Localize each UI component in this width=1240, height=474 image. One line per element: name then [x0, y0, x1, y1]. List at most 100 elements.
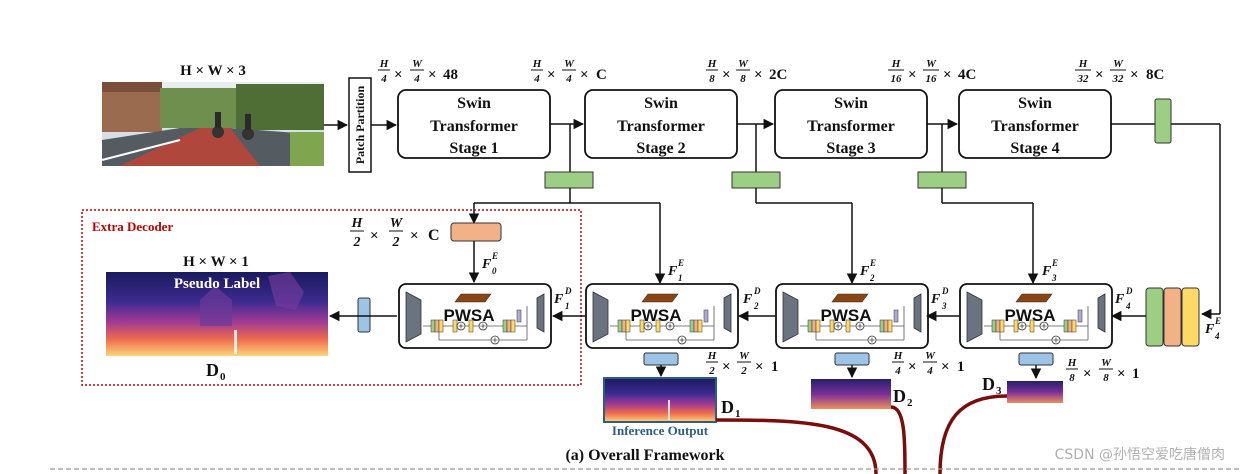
feature-bar	[991, 319, 997, 333]
feature-bar	[430, 319, 436, 333]
svg-text:E: E	[677, 258, 684, 268]
pwsa-block-1: PWSA	[398, 283, 552, 349]
svg-text:D: D	[721, 397, 734, 417]
svg-text:0: 0	[220, 371, 226, 383]
svg-text:×: ×	[941, 359, 950, 375]
input-projection-shape	[405, 291, 422, 343]
input-projection-shape	[592, 291, 609, 343]
svg-text:E: E	[1214, 316, 1221, 326]
svg-text:H: H	[351, 216, 364, 231]
dims-stage2-input: H 4 × W 4 × C	[531, 58, 607, 85]
svg-text:8: 8	[1069, 372, 1075, 384]
feature-bar	[883, 319, 889, 333]
input-projection-shape	[782, 291, 799, 343]
output-head-1	[643, 352, 679, 378]
feature-bar	[468, 319, 474, 333]
svg-text:2: 2	[353, 235, 361, 250]
svg-text:Stage 2: Stage 2	[636, 140, 685, 157]
svg-text:×: ×	[722, 67, 731, 83]
svg-text:×: ×	[547, 67, 556, 83]
svg-text:E: E	[1051, 258, 1058, 268]
svg-text:2: 2	[708, 365, 715, 377]
svg-text:D: D	[941, 286, 949, 296]
svg-text:2: 2	[740, 365, 747, 377]
swin-stage-3: Swin Transformer Stage 3	[774, 89, 928, 159]
feature-bar	[625, 319, 631, 333]
feature-bar	[995, 319, 1001, 333]
feature-bar	[697, 319, 703, 333]
svg-text:H: H	[532, 58, 542, 70]
svg-text:1: 1	[771, 359, 779, 375]
svg-text:F: F	[1041, 264, 1052, 279]
feature-bar	[438, 319, 444, 333]
figure-caption: (a) Overall Framework	[565, 447, 724, 464]
feature-bar	[502, 319, 508, 333]
depth-map-d1	[603, 377, 717, 423]
output-projection-shape	[1097, 293, 1106, 333]
svg-text:W: W	[926, 58, 937, 70]
output-projection-shape	[536, 293, 545, 333]
svg-text:×: ×	[943, 67, 952, 83]
svg-text:2: 2	[753, 301, 759, 311]
green-proj-block-vertical	[1154, 98, 1172, 144]
svg-text:H: H	[707, 58, 717, 70]
input-image	[101, 82, 324, 166]
svg-text:×: ×	[428, 67, 437, 83]
svg-text:F: F	[859, 264, 870, 279]
skip-branch-3	[917, 124, 1039, 285]
svg-text:Swin: Swin	[834, 95, 868, 112]
svg-text:F: F	[930, 292, 941, 307]
swin-stage-2: Swin Transformer Stage 2	[584, 89, 738, 159]
feature-bar	[617, 319, 623, 333]
svg-text:Transformer: Transformer	[430, 118, 518, 135]
svg-text:4: 4	[413, 73, 420, 85]
dims-stage4-input: H 16 × W 16 × 4C	[888, 58, 976, 85]
svg-text:Stage 4: Stage 4	[1010, 140, 1059, 157]
dims-d2: H 4 × W 4 × 1	[892, 350, 965, 377]
output-d0-label: D 0	[206, 360, 226, 383]
feature-bar	[516, 309, 522, 323]
svg-text:W: W	[412, 58, 423, 70]
svg-text:4: 4	[380, 73, 387, 85]
feature-bar	[689, 319, 695, 333]
svg-text:D: D	[982, 374, 995, 394]
swin-stage-1: Swin Transformer Stage 1	[397, 89, 551, 159]
depth-map-d3	[1007, 381, 1063, 403]
svg-text:F: F	[1114, 292, 1125, 307]
output-head-2	[834, 352, 870, 379]
svg-text:E: E	[869, 258, 876, 268]
svg-text:H: H	[891, 58, 901, 70]
output-d1-label: D 1	[721, 397, 741, 420]
pwsa-label: PWSA	[1005, 306, 1056, 325]
svg-text:×: ×	[1095, 67, 1104, 83]
svg-text:Transformer: Transformer	[991, 118, 1079, 135]
pwsa-block-2: PWSA	[585, 283, 739, 349]
pseudo-label-text: Pseudo Label	[174, 276, 260, 292]
stage4-output-branch	[1154, 98, 1221, 320]
svg-text:16: 16	[926, 73, 938, 85]
svg-text:4: 4	[1214, 331, 1220, 341]
green-proj-block	[731, 171, 781, 189]
feature-bar	[1029, 319, 1035, 333]
svg-text:W: W	[1113, 58, 1124, 70]
dims-d3: H 8 × W 8 × 1	[1066, 357, 1140, 384]
svg-text:×: ×	[394, 67, 403, 83]
feature-bar	[807, 319, 813, 333]
output-head-3	[1018, 352, 1054, 380]
svg-text:48: 48	[443, 67, 458, 83]
svg-text:4: 4	[894, 365, 901, 377]
feature-f2-e: F E 2	[859, 258, 876, 283]
svg-text:×: ×	[908, 67, 917, 83]
svg-text:F: F	[481, 257, 492, 272]
feature-f1-d: F D 1	[553, 286, 572, 311]
svg-text:Transformer: Transformer	[617, 118, 705, 135]
svg-text:3: 3	[996, 385, 1002, 397]
green-proj-block	[917, 171, 967, 189]
svg-text:1: 1	[565, 301, 570, 311]
svg-text:16: 16	[891, 73, 903, 85]
inference-output-label: Inference Output	[612, 423, 709, 438]
svg-text:×: ×	[580, 67, 589, 83]
output-projection-shape	[913, 293, 922, 333]
svg-text:4: 4	[1125, 301, 1131, 311]
